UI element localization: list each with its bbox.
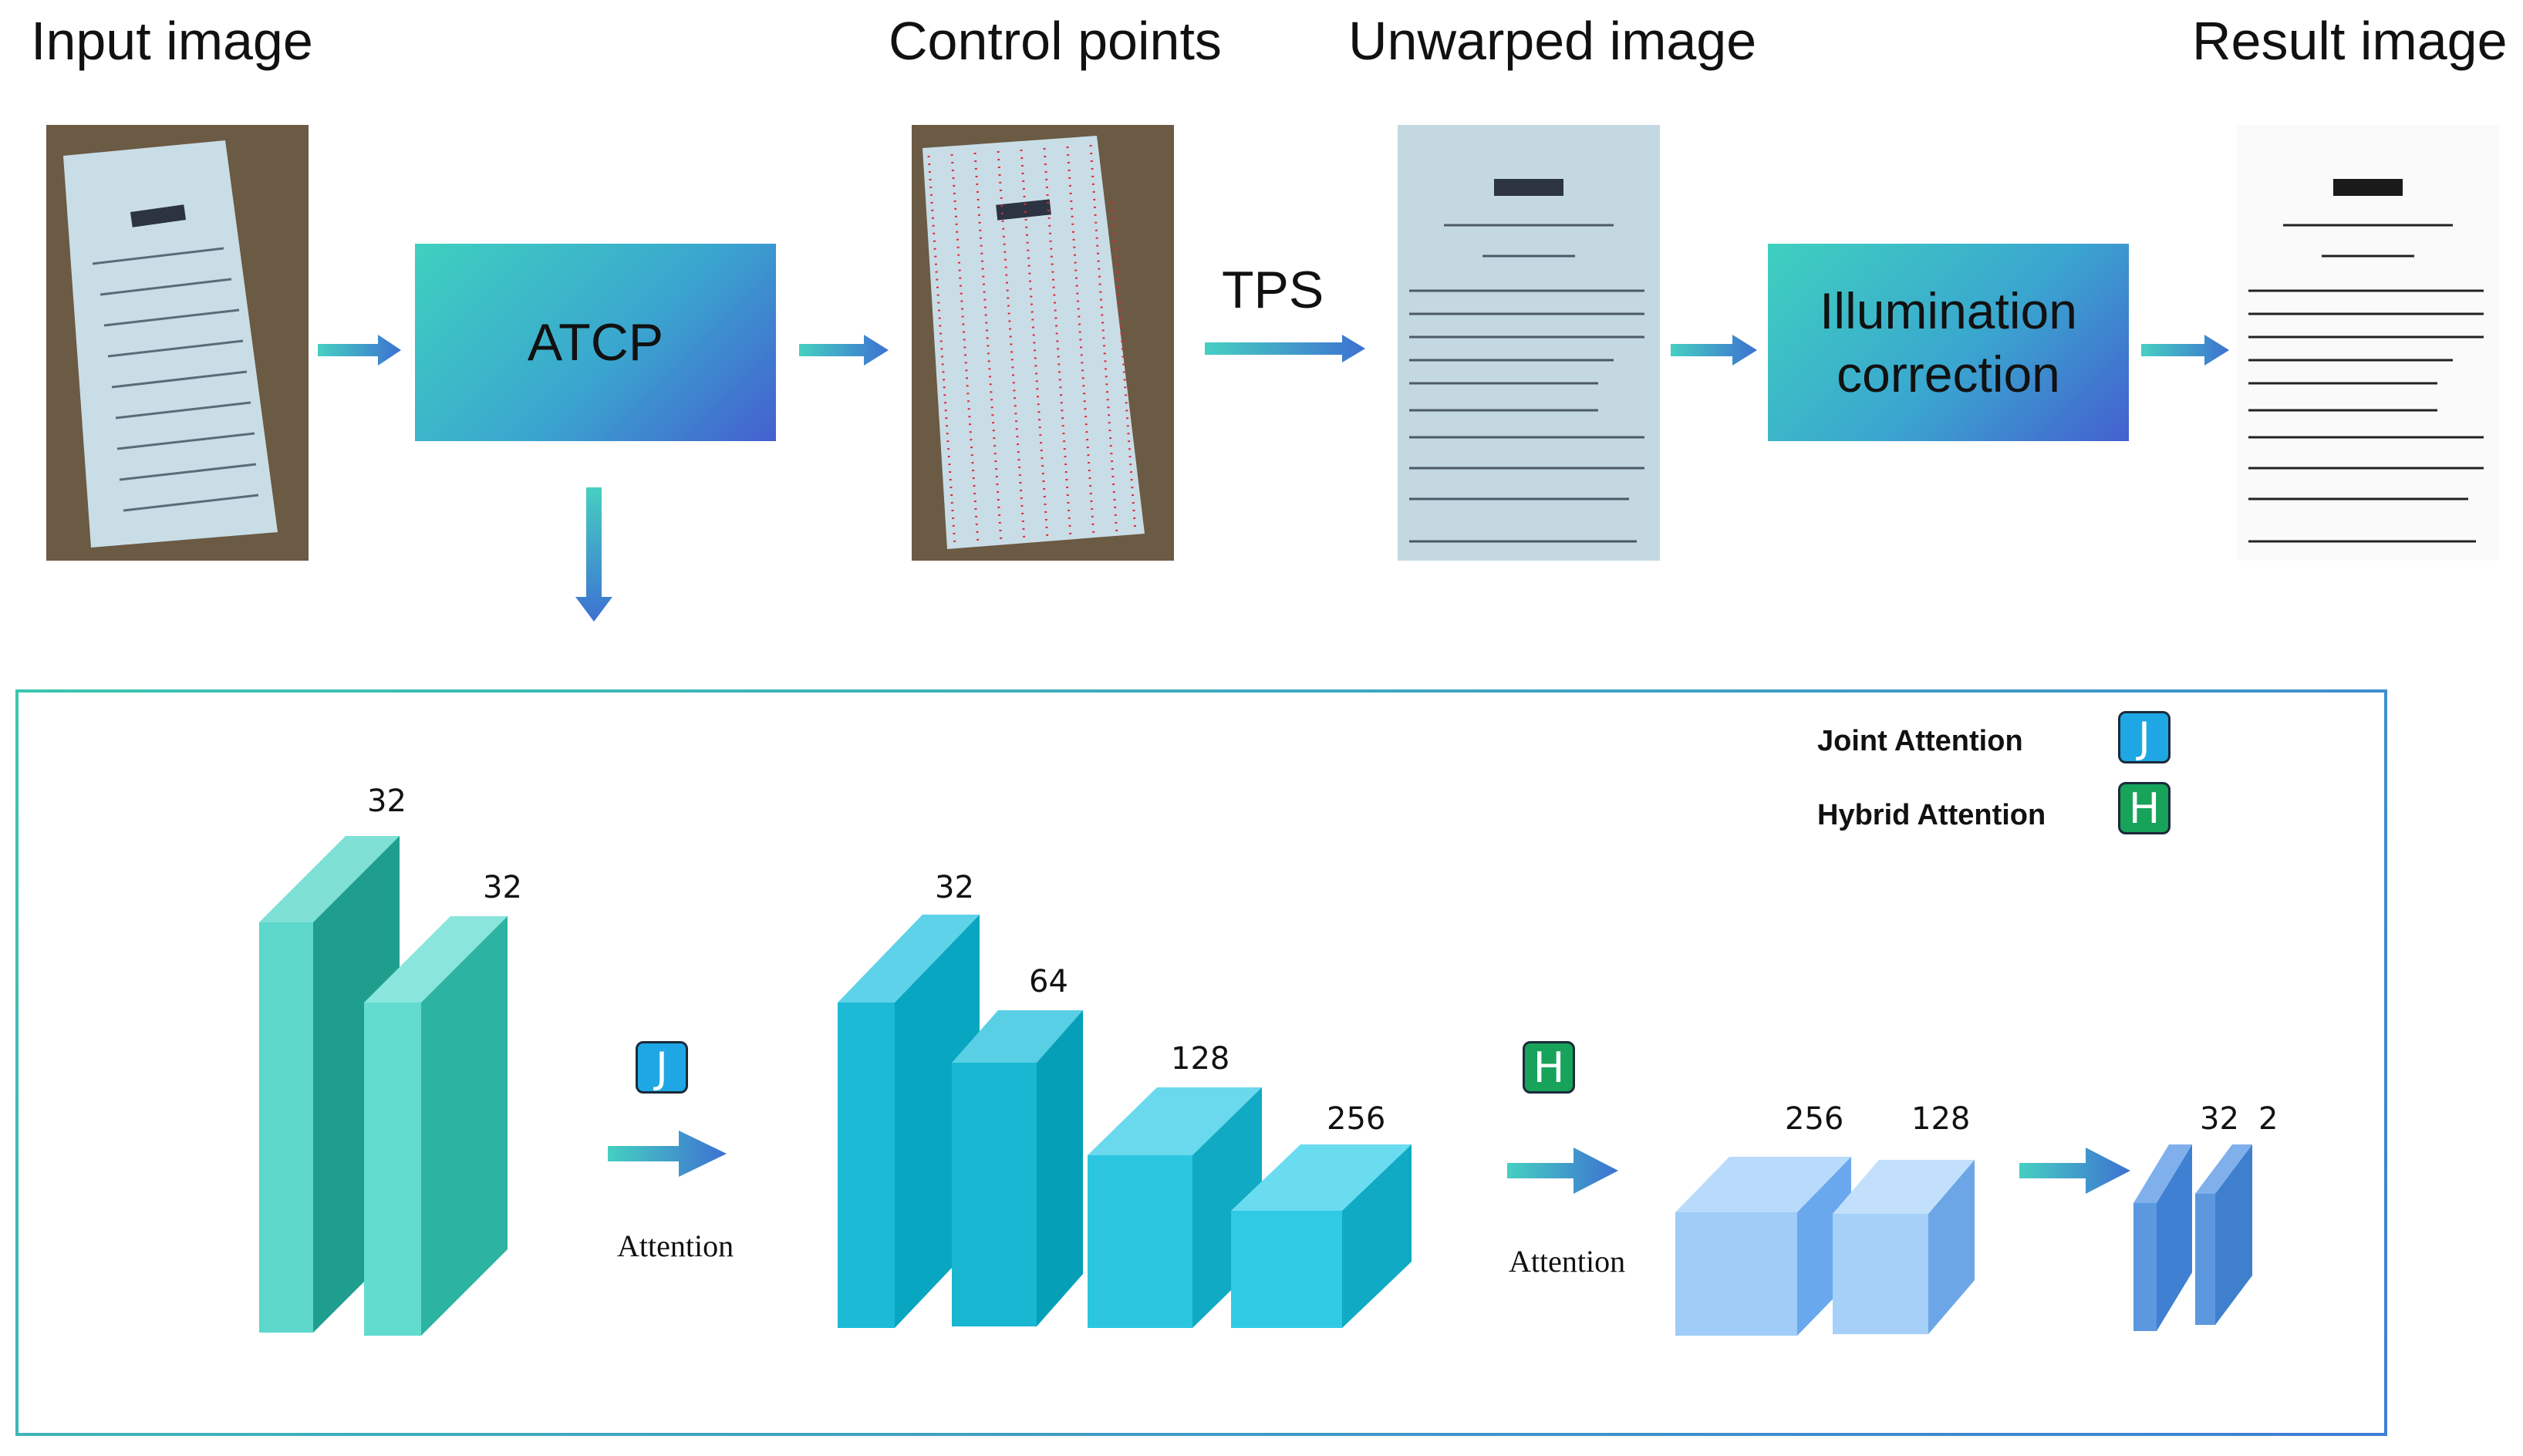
illumination-correction-box: Illumination correction (1768, 244, 2129, 441)
decoder2-label-2: 2 (2258, 1101, 2278, 1137)
control-point-dots (927, 144, 1137, 546)
attention-label-j: Attention (617, 1228, 734, 1263)
decoder1-label-256: 256 (1785, 1101, 1844, 1137)
decoder1-label-128: 128 (1911, 1101, 1971, 1137)
encoder2-label-64: 64 (1029, 964, 1068, 999)
tps-label: TPS (1222, 261, 1324, 319)
decoder2-label-32: 32 (2200, 1101, 2239, 1137)
unwarped-receipt-text-lines (1409, 224, 1644, 543)
hybrid-attention-badge-icon: H (2118, 782, 2171, 834)
input-receipt-text-lines (92, 247, 259, 512)
atcp-box: ATCP (415, 244, 776, 441)
encoder2-label-32: 32 (935, 870, 974, 905)
encoder1-label-2: 32 (483, 870, 522, 905)
arrow-illumination-to-result (2141, 335, 2229, 366)
attention-label-h: Attention (1509, 1244, 1626, 1279)
control-points-receipt-image (912, 125, 1174, 561)
arrow-atcp-to-control (799, 335, 889, 366)
illumination-correction-label: Illumination correction (1820, 281, 2077, 403)
legend-hybrid-attention: Hybrid Attention (1817, 799, 2046, 831)
atcp-label: ATCP (527, 313, 664, 372)
joint-attention-icon: J (636, 1041, 688, 1094)
result-receipt-image (2237, 125, 2499, 561)
unwarped-receipt-image (1398, 125, 1660, 561)
encoder2-label-128: 128 (1171, 1041, 1230, 1077)
arrow-input-to-atcp (318, 335, 401, 366)
hybrid-attention-icon: H (1523, 1041, 1575, 1094)
arrow-atcp-down (575, 487, 612, 622)
legend-joint-attention: Joint Attention (1817, 725, 2023, 757)
arrow-tps (1205, 335, 1365, 362)
encoder1-label-1: 32 (367, 784, 406, 819)
arrow-unwarped-to-illumination (1671, 335, 1757, 366)
input-image-title: Input image (31, 11, 313, 71)
joint-attention-badge-icon: J (2118, 711, 2171, 763)
encoder2-label-256: 256 (1327, 1101, 1386, 1137)
input-receipt-image (46, 125, 309, 561)
unwarped-image-title: Unwarped image (1348, 11, 1757, 71)
result-image-title: Result image (2192, 11, 2508, 71)
control-points-title: Control points (889, 11, 1222, 71)
result-receipt-text-lines (2248, 224, 2484, 543)
